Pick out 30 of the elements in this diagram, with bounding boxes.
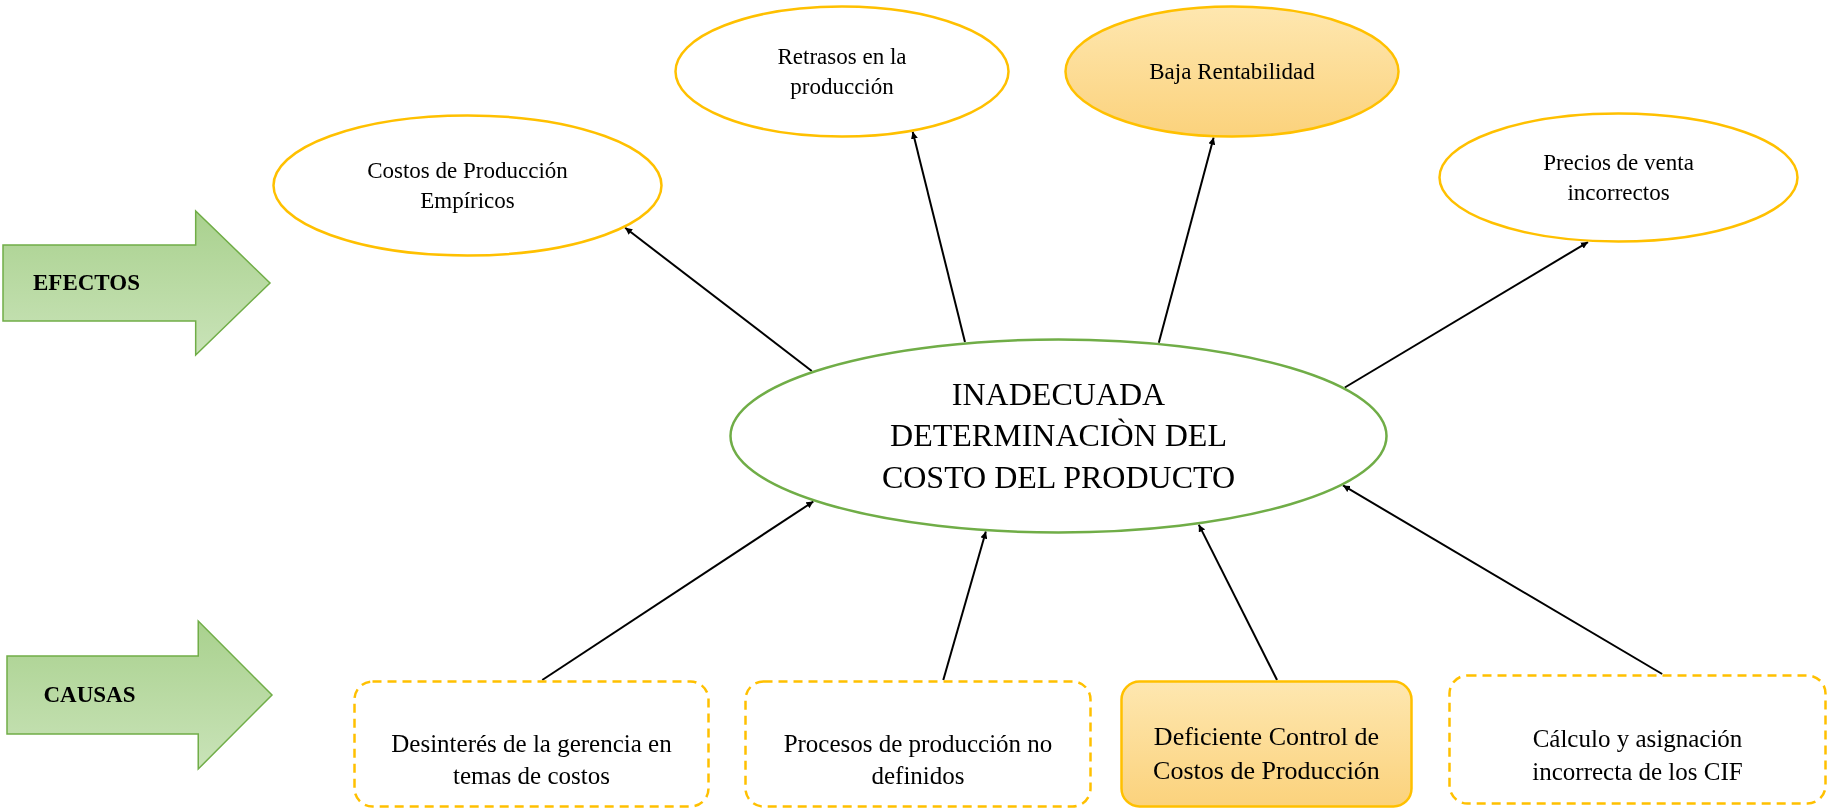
node-text: Costos de Producción Empíricos <box>366 156 569 215</box>
node-text: Desinterés de la gerencia en temas de costos <box>390 728 673 791</box>
cause-box <box>353 680 710 808</box>
arrow <box>624 226 813 373</box>
cause-box <box>1120 680 1413 808</box>
block-arrow <box>6 620 273 770</box>
arrow <box>942 530 988 681</box>
node-text: Deficiente Control de Costos de Producción <box>1152 721 1381 787</box>
arrow <box>1342 484 1664 675</box>
arrow <box>1157 136 1216 344</box>
arrow <box>541 500 815 681</box>
node-text: Procesos de producción no definidos <box>782 728 1054 791</box>
node-text: Precios de venta incorrectos <box>1542 148 1695 207</box>
node-text: INADECUADA DETERMINACIÒN DEL COSTO DEL PRODUCTO <box>880 374 1237 497</box>
effect-ellipse <box>1438 112 1799 243</box>
cause-box <box>1448 674 1827 805</box>
node-text: Retrasos en la producción <box>776 42 908 101</box>
arrow <box>1343 241 1589 389</box>
arrow <box>1197 523 1279 681</box>
effect-ellipse <box>272 114 663 257</box>
node-text: Baja Rentabilidad <box>1149 57 1315 86</box>
effect-ellipse <box>674 5 1010 138</box>
node-text: CAUSAS <box>43 681 136 710</box>
effect-ellipse <box>1064 5 1400 138</box>
block-arrow <box>2 210 271 356</box>
problem-ellipse <box>729 338 1388 534</box>
node-text: EFECTOS <box>33 269 140 298</box>
arrow <box>911 130 966 344</box>
cause-box <box>744 680 1092 808</box>
node-text: Cálculo y asignación incorrecta de los CIF <box>1531 724 1744 787</box>
